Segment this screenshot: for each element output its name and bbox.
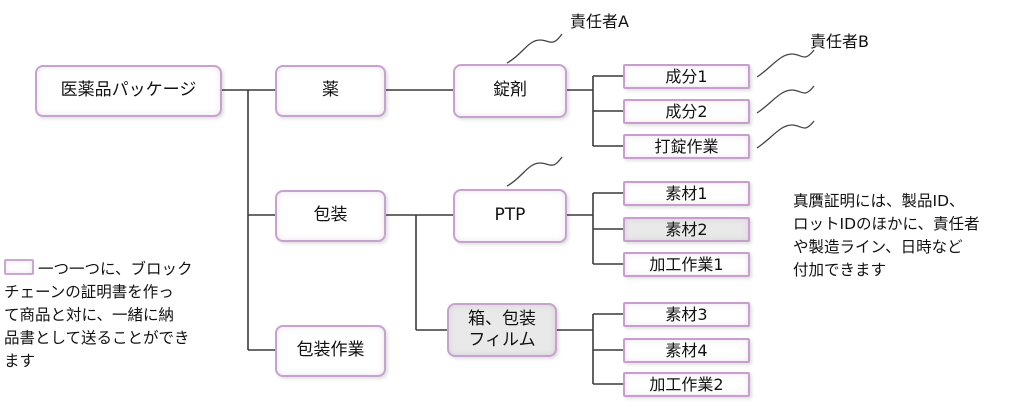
node-material-1: 素材1	[623, 181, 750, 206]
node-material-2: 素材2	[623, 217, 750, 242]
label-person-a: 責任者A	[570, 12, 629, 31]
node-drug: 薬	[275, 65, 386, 117]
node-tablet: 錠剤	[453, 64, 567, 118]
node-ingredient-2: 成分2	[623, 99, 750, 124]
authenticity-note: 真贋証明には、製品ID、 ロットIDのほかに、責任者 や製造ライン、日時など 付…	[793, 192, 980, 279]
node-material-3: 素材3	[623, 302, 750, 327]
node-processing-2: 加工作業2	[623, 372, 750, 397]
node-packaging: 包装	[275, 190, 386, 242]
node-tableting: 打錠作業	[623, 134, 750, 159]
node-material-4: 素材4	[623, 338, 750, 363]
node-box-film: 箱、包装 フィルム	[447, 303, 557, 357]
legend-box-icon	[4, 259, 34, 275]
legend-text: 一つ一つに、ブロック チェーンの証明書を作っ て商品と対に、一緒に納 品書として…	[4, 260, 193, 370]
node-processing-1: 加工作業1	[623, 252, 750, 277]
node-ingredient-1: 成分1	[623, 64, 750, 89]
node-ptp: PTP	[453, 189, 567, 243]
label-person-b: 責任者B	[810, 32, 869, 51]
legend-note: 一つ一つに、ブロック チェーンの証明書を作っ て商品と対に、一緒に納 品書として…	[4, 258, 249, 373]
node-root: 医薬品パッケージ	[35, 65, 222, 117]
node-packaging-work: 包装作業	[275, 325, 386, 377]
